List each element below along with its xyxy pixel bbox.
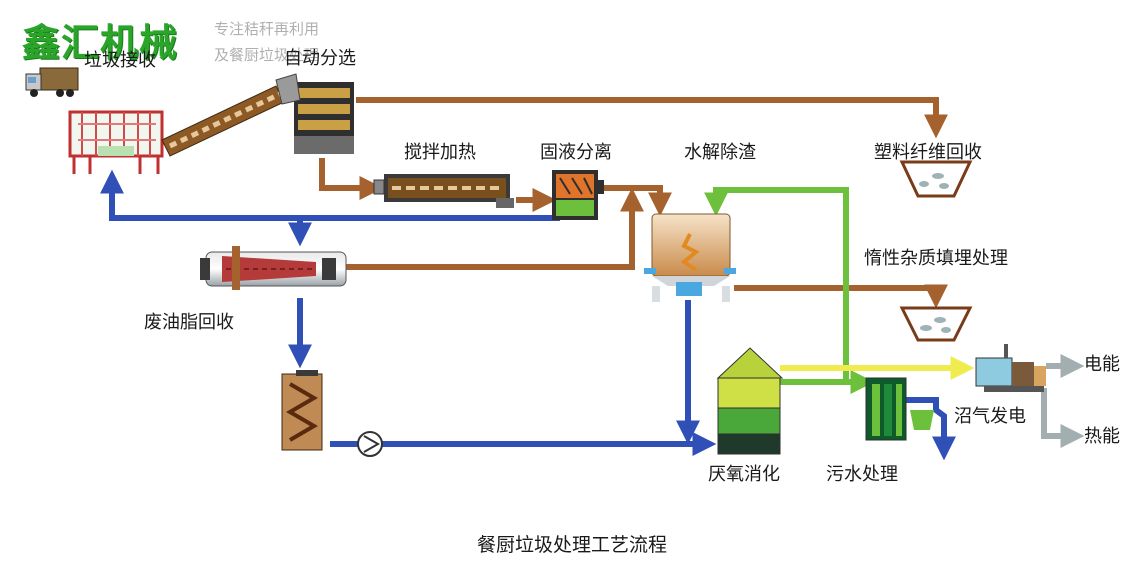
flow-sort-to-stirrer	[319, 158, 384, 200]
blue-flow-lines	[100, 169, 956, 461]
biogas-generator	[975, 344, 1046, 392]
inclined-screw-conveyor	[161, 85, 285, 157]
diagram-caption: 餐厨垃圾处理工艺流程	[476, 534, 667, 556]
brown-flow-lines	[319, 97, 948, 309]
brand-tagline-2: 及餐厨垃圾处理	[214, 46, 320, 64]
flow-centrifuge-to-hydrolysis	[346, 187, 644, 270]
label-wastewater: 污水处理	[826, 464, 898, 485]
label-collection: 垃圾接收	[84, 50, 156, 71]
wastewater-treatment-unit	[865, 377, 934, 441]
label-solid-liquid: 固液分离	[540, 142, 612, 163]
flow-return-to-receiving	[100, 169, 560, 221]
hydrolysis-tank	[644, 213, 736, 302]
stirring-heating-tank	[373, 174, 514, 208]
flow-wastewater-discharge	[906, 397, 956, 461]
decanter-centrifuge	[200, 246, 347, 290]
flow-hydrolysis-to-landfill	[734, 284, 948, 309]
label-stir-heat: 搅拌加热	[404, 142, 476, 163]
label-oil-recovery: 废油脂回收	[144, 312, 234, 333]
plastic-recycle-bin	[899, 160, 973, 198]
label-hydrolysis: 水解除渣	[684, 142, 756, 163]
gray-flow-lines	[1041, 354, 1085, 448]
solid-liquid-separator	[552, 170, 604, 220]
label-heat: 热能	[1084, 426, 1120, 447]
label-anaerobic: 厌氧消化	[708, 464, 780, 485]
flow-wastewater-recycle	[704, 187, 849, 382]
brand-logo: 鑫汇机械	[22, 21, 179, 65]
pump-icon	[357, 431, 383, 457]
flow-to-heat	[1041, 388, 1085, 448]
label-biogas-power: 沼气发电	[954, 406, 1026, 427]
label-plastic-recycle: 塑料纤维回收	[874, 142, 982, 163]
label-auto-sort: 自动分选	[284, 48, 356, 69]
oil-tank	[281, 370, 323, 451]
auto-sorting-machine	[275, 73, 354, 154]
brand-tagline-1: 专注秸秆再利用	[214, 20, 320, 38]
green-flow-lines	[704, 187, 875, 394]
flow-sort-to-plastic	[356, 97, 948, 139]
anaerobic-digester	[716, 347, 784, 455]
landfill-bin	[899, 306, 973, 342]
label-inert-landfill: 惰性杂质填埋处理	[864, 248, 1008, 269]
truck-icon	[25, 67, 79, 97]
label-electricity: 电能	[1084, 354, 1120, 375]
receiving-hopper	[68, 110, 164, 174]
